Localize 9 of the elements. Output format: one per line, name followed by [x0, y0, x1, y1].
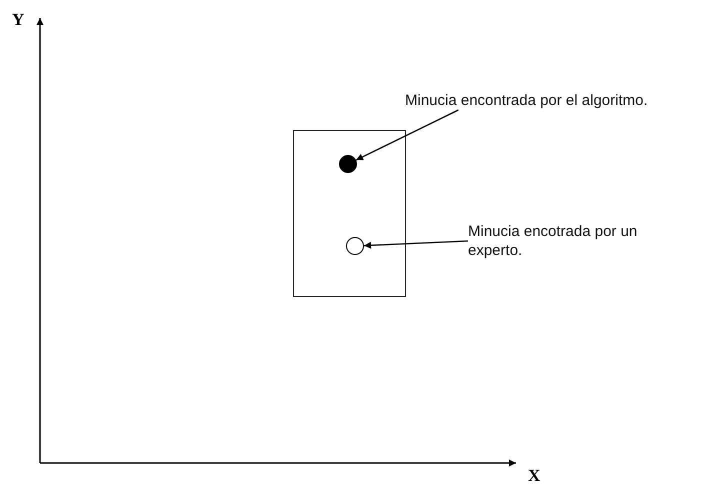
axis-label: X	[528, 466, 540, 486]
filled-dot	[339, 155, 357, 173]
callout-text: Minucia encotrada por un experto.	[468, 222, 688, 260]
arrow	[356, 109, 459, 161]
region-box	[293, 130, 406, 297]
callout-text: Minucia encontrada por el algoritmo.	[405, 91, 648, 110]
hollow-dot	[346, 237, 364, 255]
axis-label: Y	[12, 10, 24, 30]
arrow	[364, 240, 468, 249]
